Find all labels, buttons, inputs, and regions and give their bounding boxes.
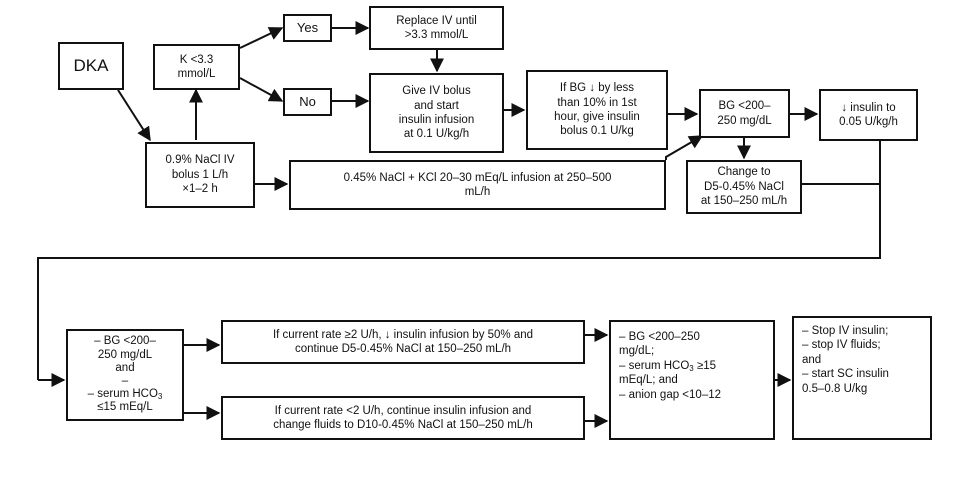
rate-high-box: If current rate ≥2 U/h, ↓ insulin infusi… (221, 320, 585, 364)
rate-low-line: If current rate <2 U/h, continue insulin… (274, 404, 532, 417)
stop-line: 0.5–0.8 U/kg (802, 382, 868, 395)
replace-iv-box: Replace IV until >3.3 mmol/L (369, 6, 504, 50)
insulin-reduce-line: ↓ insulin to (841, 101, 896, 114)
bg-drop-line: than 10% in 1st (557, 96, 637, 109)
connector-to-row2 (802, 141, 881, 185)
nacl-bolus-line: ×1–2 h (182, 183, 218, 196)
resolution-line: mEq/L; and (619, 374, 678, 387)
arrow-k-to-no (239, 77, 284, 102)
resolution-hco3-line: – serum HCO3 ≥15 (619, 359, 716, 373)
nacl-kcl-line: mL/h (464, 186, 491, 198)
resolution-line: – anion gap <10–12 (619, 388, 722, 401)
bg-200-line: 250 mg/dL (717, 114, 772, 127)
rate-high-line: If current rate ≥2 U/h, ↓ insulin infusi… (272, 328, 534, 341)
rate-high-line: continue D5-0.45% NaCl at 150–250 mL/h (294, 343, 512, 355)
arrow-dka-to-nacl (117, 89, 151, 142)
iv-bolus-line: and start (414, 99, 459, 112)
k-check-box: K <3.3 mmol/L (153, 44, 240, 90)
nacl-kcl-box: 0.45% NaCl + KCl 20–30 mEq/L infusion at… (289, 160, 666, 210)
iv-bolus-box: Give IV bolus and start insulin infusion… (369, 73, 504, 153)
change-d5-line: D5-0.45% NaCl (704, 180, 784, 193)
iv-bolus-line: at 0.1 U/kg/h (403, 128, 470, 141)
nacl-bolus-line: 0.9% NaCl IV (165, 154, 235, 167)
nacl-bolus-line: bolus 1 L/h (171, 168, 229, 181)
connector-row2-wrap (37, 184, 881, 380)
change-d5-line: at 150–250 mL/h (700, 195, 788, 208)
dka-box: DKA (58, 42, 124, 90)
stop-line: – stop IV fluids; (802, 339, 881, 352)
criteria-line: – BG <200– (94, 335, 156, 348)
no-box: No (283, 88, 332, 116)
iv-bolus-line: insulin infusion (398, 114, 475, 126)
resolution-box: – BG <200–250 mg/dL; – serum HCO3 ≥15 mE… (609, 320, 775, 440)
nacl-kcl-line: 0.45% NaCl + KCl 20–30 mEq/L infusion at… (343, 171, 612, 184)
no-label: No (299, 93, 316, 109)
criteria-hco3-line: – serum HCO3 (88, 388, 163, 401)
criteria-line: 250 mg/dL (97, 348, 153, 361)
bg-drop-line: hour, give insulin (554, 111, 640, 123)
stop-line: and (802, 353, 822, 366)
criteria-line: – (121, 375, 129, 387)
stop-line: – start SC insulin (802, 368, 889, 381)
bg-200-box: BG <200– 250 mg/dL (699, 89, 790, 138)
bg-drop-line: bolus 0.1 U/kg (560, 125, 634, 138)
criteria-line: ≤15 mEq/L (97, 401, 153, 414)
criteria-line: and (115, 361, 135, 374)
replace-iv-line: Replace IV until (396, 14, 477, 27)
resolution-line: – BG <200–250 (619, 331, 700, 343)
nacl-bolus-box: 0.9% NaCl IV bolus 1 L/h ×1–2 h (145, 142, 255, 208)
criteria-hco3-sub: 3 (157, 392, 163, 402)
yes-box: Yes (283, 14, 332, 42)
insulin-reduce-line: 0.05 U/kg/h (839, 116, 898, 128)
bg-drop-line: If BG ↓ by less (559, 82, 635, 95)
iv-bolus-line: Give IV bolus (402, 85, 471, 98)
replace-iv-line: >3.3 mmol/L (404, 29, 469, 41)
resolution-line: mg/dL; (619, 345, 655, 358)
change-d5-line: Change to (717, 166, 771, 179)
rate-low-box: If current rate <2 U/h, continue insulin… (221, 396, 585, 440)
dka-label: DKA (73, 56, 109, 76)
yes-label: Yes (296, 19, 319, 35)
bg-200-line: BG <200– (718, 100, 771, 113)
insulin-reduce-box: ↓ insulin to 0.05 U/kg/h (819, 89, 918, 141)
rate-low-line: change fluids to D10-0.45% NaCl at 150–2… (273, 419, 533, 431)
stop-line: – Stop IV insulin; (802, 325, 889, 337)
k-check-line: mmol/L (177, 68, 216, 80)
change-d5-box: Change to D5-0.45% NaCl at 150–250 mL/h (686, 160, 802, 214)
stop-box: – Stop IV insulin; – stop IV fluids; and… (792, 316, 932, 440)
criteria-hco3-text: – serum HCO (87, 388, 158, 401)
criteria-box: – BG <200– 250 mg/dL and – – serum HCO3 … (66, 329, 184, 421)
arrow-kcl-to-bg200 (665, 135, 704, 160)
resolution-hco3-sub: 3 (689, 363, 694, 373)
resolution-hco3-text: – serum HCO (619, 359, 690, 372)
k-check-line: K <3.3 (179, 53, 214, 66)
bg-drop-box: If BG ↓ by less than 10% in 1st hour, gi… (526, 70, 668, 150)
arrow-k-to-yes (239, 27, 284, 49)
resolution-hco3-tail: ≥15 (693, 359, 717, 372)
